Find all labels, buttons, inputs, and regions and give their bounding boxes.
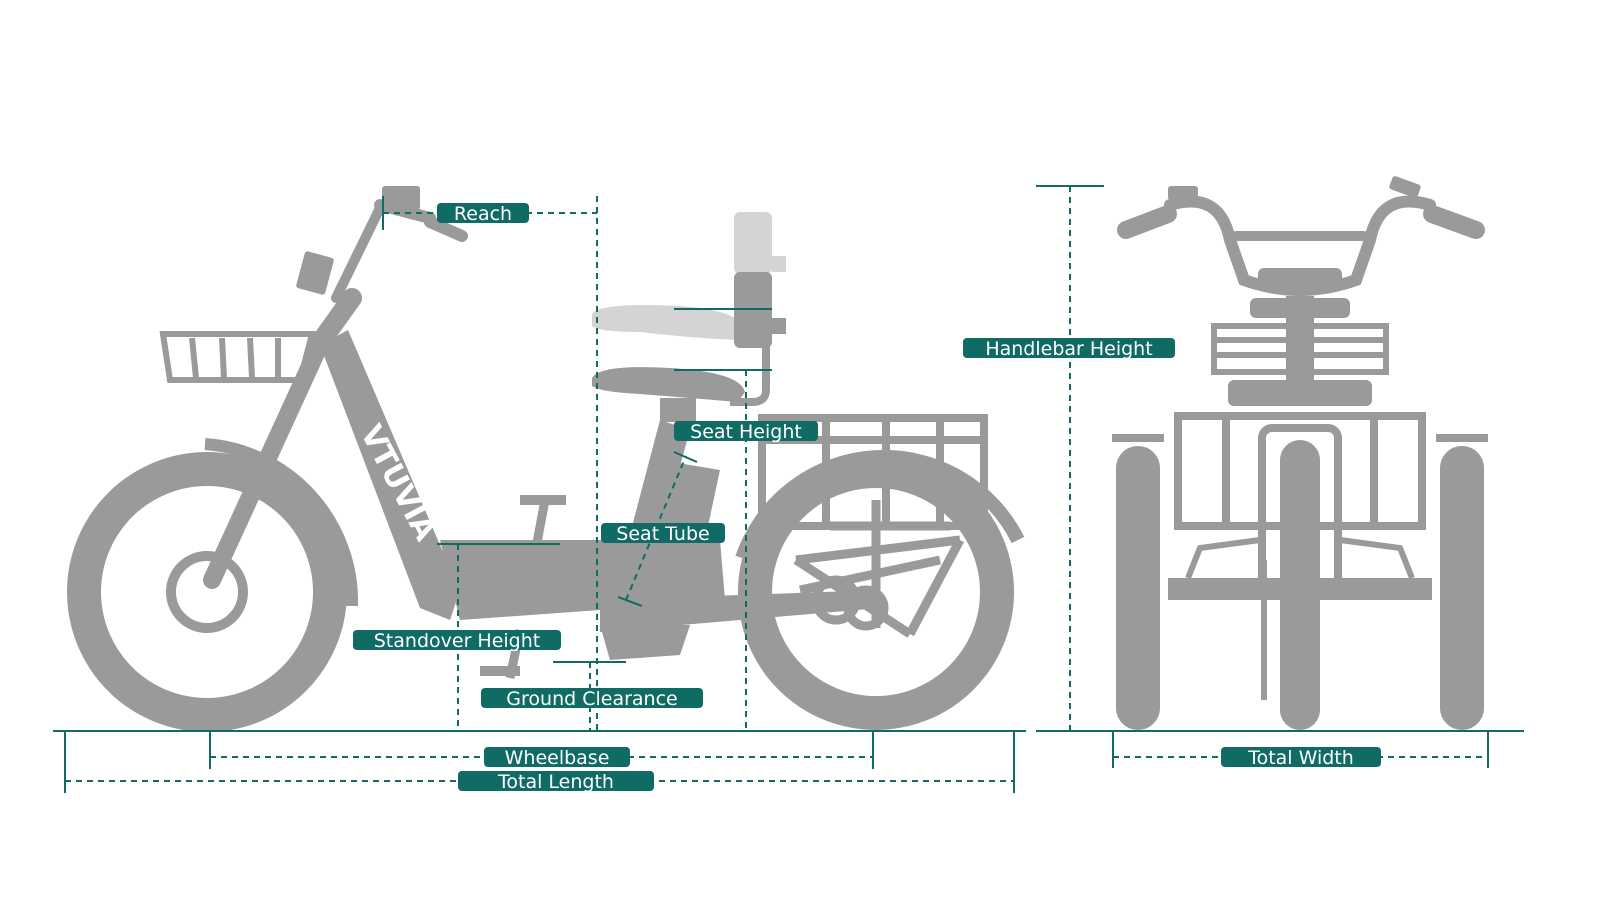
brake-lever-right: [1389, 176, 1421, 198]
handlebar: [1164, 195, 1436, 296]
fork-crown-front: [1228, 380, 1372, 406]
dimension-label-reach: Reach: [437, 203, 529, 225]
display: [296, 251, 334, 295]
side-view-trike: VTUVIA: [67, 186, 1025, 732]
dimension-label-seat-tube: Seat Tube: [601, 523, 725, 545]
brake-lever-left: [1168, 186, 1198, 200]
fork-and-stem: [203, 199, 468, 589]
backrest-knob-ghost: [772, 256, 786, 272]
right-rear-wheel-front: [1440, 446, 1484, 730]
svg-text:Reach: Reach: [454, 203, 512, 225]
svg-text:Ground Clearance: Ground Clearance: [506, 688, 677, 710]
svg-text:Handlebar Height: Handlebar Height: [985, 338, 1152, 360]
motor-housing: [600, 625, 690, 660]
display-front: [1258, 268, 1342, 284]
dimension-label-total-length: Total Length: [458, 771, 654, 793]
dimension-label-ground-clearance: Ground Clearance: [481, 688, 703, 710]
front-fender: [204, 438, 359, 607]
svg-text:Total Length: Total Length: [497, 771, 614, 793]
dimension-label-handlebar-height: Handlebar Height: [963, 338, 1175, 360]
front-basket: [159, 331, 316, 383]
backrest-knob: [772, 318, 786, 334]
svg-text:Wheelbase: Wheelbase: [505, 747, 610, 769]
dimension-label-total-width: Total Width: [1221, 747, 1381, 769]
main-frame: [320, 330, 460, 620]
dimension-label-standover-height: Standover Height: [353, 630, 561, 652]
stem-block: [1250, 298, 1350, 318]
grip: [382, 186, 420, 210]
front-view-trike: [1112, 176, 1488, 730]
front-wheel: [67, 452, 347, 732]
svg-text:Standover Height: Standover Height: [374, 630, 540, 652]
dimension-label-seat-height: Seat Height: [674, 421, 818, 443]
dimension-label-wheelbase: Wheelbase: [484, 747, 630, 769]
svg-text:Seat Height: Seat Height: [690, 421, 802, 443]
seat-post: [660, 398, 696, 422]
seat-ghost: [592, 305, 745, 340]
backrest-ghost: [734, 212, 772, 274]
chainstay: [600, 590, 880, 632]
svg-text:Seat Tube: Seat Tube: [616, 523, 709, 545]
seat: [592, 367, 745, 402]
backrest-post: [730, 340, 770, 406]
svg-text:Total Width: Total Width: [1247, 747, 1354, 769]
left-rear-wheel-front: [1116, 446, 1160, 730]
front-wheel-front: [1280, 440, 1320, 730]
